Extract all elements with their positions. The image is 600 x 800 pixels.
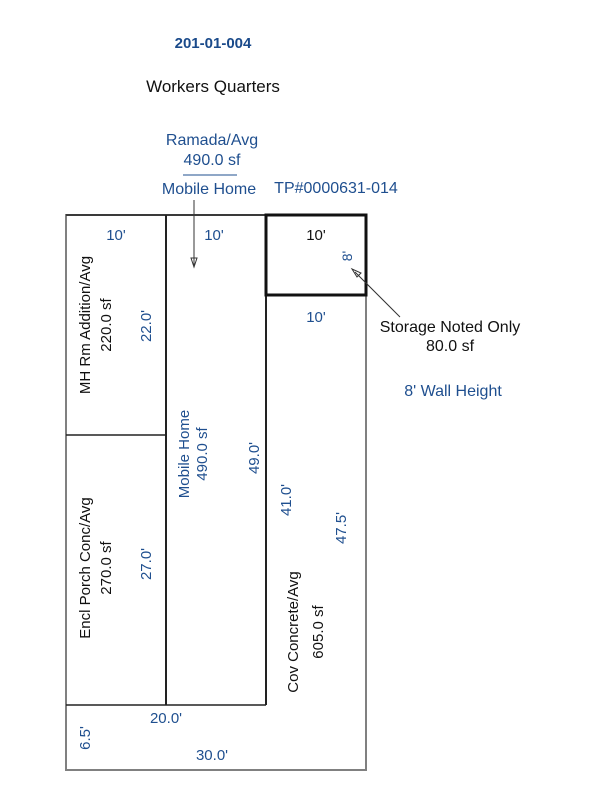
mh-addition-area: 220.0 sf — [98, 297, 115, 351]
mh-addition-width-dim: 10' — [106, 227, 126, 244]
arrowhead-icon — [190, 257, 198, 269]
mobile-home-width-dim: 10' — [204, 227, 224, 244]
cov-concrete-top-dim: 10' — [306, 309, 326, 326]
ramada-label: Ramada/Avg — [166, 132, 258, 149]
wall-height: 8' Wall Height — [404, 383, 502, 400]
encl-porch-height-dim: 27.0' — [138, 548, 155, 580]
tp-number: TP#0000631-014 — [274, 180, 398, 197]
mobile-home-area: 490.0 sf — [194, 426, 211, 480]
parcel-id: 201-01-004 — [175, 35, 252, 52]
storage-label: Storage Noted Only — [380, 319, 521, 336]
mobile-home-label: Mobile Home — [176, 410, 193, 498]
mobile-home-height-dim: 49.0' — [246, 442, 263, 474]
storage-box — [264, 213, 368, 297]
sketch-title: Workers Quarters — [146, 77, 280, 96]
inner-bottom-dim: 20.0' — [150, 710, 182, 727]
cov-concrete-label: Cov Concrete/Avg — [285, 571, 302, 692]
storage-width-dim: 10' — [306, 227, 326, 244]
mh-addition-height-dim: 22.0' — [138, 310, 155, 342]
storage-area: 80.0 sf — [426, 338, 475, 355]
cov-concrete-outline — [65, 214, 367, 771]
arrowhead-icon — [350, 267, 362, 278]
cov-concrete-outer-dim: 47.5' — [333, 512, 350, 544]
bottom-dim: 30.0' — [196, 747, 228, 764]
cov-concrete-inner-dim: 41.0' — [278, 484, 295, 516]
encl-porch-area: 270.0 sf — [98, 540, 115, 594]
ramada-area: 490.0 sf — [184, 152, 241, 169]
encl-porch-label: Encl Porch Conc/Avg — [77, 497, 94, 638]
mh-addition-label: MH Rm Addition/Avg — [77, 256, 94, 394]
storage-height-dim: 8' — [339, 251, 355, 261]
left-dim: 6.5' — [77, 726, 94, 750]
cov-concrete-area: 605.0 sf — [310, 604, 327, 658]
storage-arrow — [354, 271, 401, 318]
ramada-sub-label: Mobile Home — [162, 181, 256, 198]
